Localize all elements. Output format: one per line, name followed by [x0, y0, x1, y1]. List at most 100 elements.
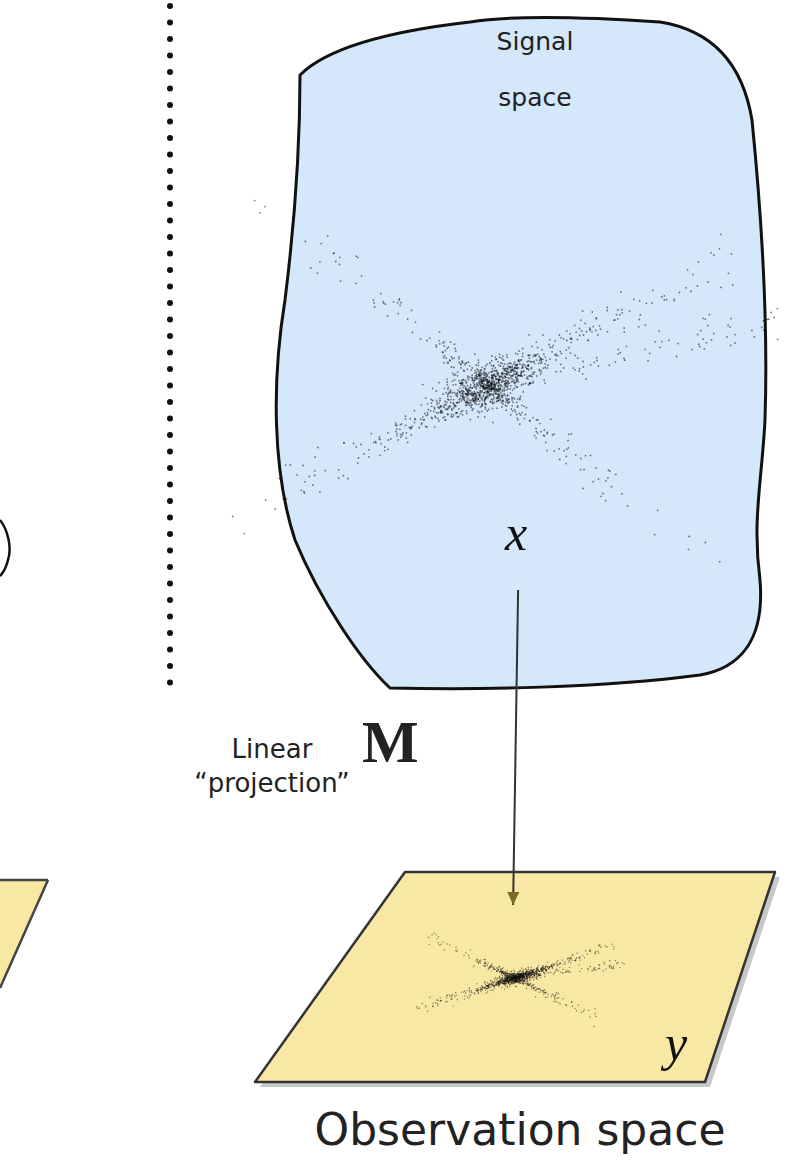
- scatter-dot: [508, 980, 509, 981]
- scatter-dot: [442, 412, 444, 414]
- scatter-dot: [454, 406, 456, 408]
- scatter-dot: [585, 378, 587, 380]
- scatter-dot: [500, 981, 501, 982]
- scatter-dot: [520, 375, 522, 377]
- scatter-dot: [507, 384, 509, 386]
- divider-dot: [167, 564, 173, 570]
- scatter-dot: [673, 300, 675, 302]
- scatter-dot: [532, 972, 533, 973]
- scatter-dot: [510, 392, 512, 394]
- scatter-dot: [560, 353, 562, 355]
- scatter-dot: [498, 398, 500, 400]
- scatter-dot: [511, 979, 512, 980]
- scatter-dot: [489, 391, 491, 393]
- scatter-dot: [482, 380, 484, 382]
- scatter-dot: [509, 979, 510, 980]
- scatter-dot: [487, 363, 489, 365]
- scatter-dot: [488, 386, 490, 388]
- scatter-dot: [510, 370, 512, 372]
- scatter-dot: [504, 972, 505, 973]
- scatter-dot: [465, 404, 467, 406]
- scatter-dot: [615, 361, 617, 363]
- scatter-dot: [513, 983, 514, 984]
- scatter-dot: [499, 356, 501, 358]
- scatter-dot: [480, 397, 482, 399]
- scatter-dot: [526, 971, 527, 972]
- scatter-dot: [446, 384, 448, 386]
- scatter-dot: [623, 331, 625, 333]
- scatter-dot: [469, 365, 471, 367]
- scatter-dot: [526, 979, 527, 980]
- scatter-dot: [485, 984, 486, 985]
- scatter-dot: [500, 376, 502, 378]
- scatter-dot: [506, 382, 508, 384]
- scatter-dot: [406, 432, 408, 434]
- scatter-dot: [520, 974, 521, 975]
- scatter-dot: [518, 413, 520, 415]
- scatter-dot: [500, 392, 502, 394]
- scatter-dot: [507, 366, 509, 368]
- scatter-dot: [504, 980, 505, 981]
- scatter-dot: [532, 382, 534, 384]
- scatter-dot: [496, 370, 498, 372]
- scatter-dot: [458, 401, 460, 403]
- scatter-dot: [593, 361, 595, 363]
- scatter-dot: [452, 373, 454, 375]
- scatter-dot: [490, 382, 492, 384]
- scatter-dot: [417, 1008, 418, 1009]
- scatter-dot: [609, 470, 611, 472]
- scatter-dot: [502, 395, 504, 397]
- operator-caption: Linear “projection”: [182, 732, 362, 800]
- scatter-dot: [483, 387, 485, 389]
- scatter-dot: [521, 364, 523, 366]
- scatter-dot: [510, 363, 512, 365]
- scatter-dot: [495, 370, 497, 372]
- scatter-dot: [512, 389, 514, 391]
- scatter-dot: [493, 384, 495, 386]
- scatter-dot: [516, 365, 518, 367]
- scatter-dot: [537, 347, 539, 349]
- scatter-dot: [471, 393, 473, 395]
- scatter-dot: [531, 346, 533, 348]
- scatter-dot: [286, 498, 288, 500]
- scatter-dot: [518, 976, 519, 977]
- scatter-dot: [451, 358, 453, 360]
- scatter-dot: [507, 976, 508, 977]
- scatter-dot: [501, 385, 503, 387]
- scatter-dot: [520, 976, 521, 977]
- scatter-dot: [523, 976, 524, 977]
- scatter-dot: [611, 486, 613, 488]
- scatter-dot: [595, 330, 597, 332]
- scatter-dot: [592, 326, 594, 328]
- scatter-dot: [451, 409, 453, 411]
- scatter-dot: [526, 978, 527, 979]
- scatter-dot: [485, 990, 486, 991]
- scatter-dot: [502, 978, 503, 979]
- scatter-dot: [547, 966, 548, 967]
- scatter-dot: [617, 318, 619, 320]
- scatter-dot: [526, 981, 527, 982]
- scatter-dot: [512, 975, 513, 976]
- scatter-dot: [485, 365, 487, 367]
- scatter-dot: [652, 289, 654, 291]
- scatter-dot: [711, 339, 713, 341]
- scatter-dot: [763, 329, 765, 331]
- scatter-dot: [516, 979, 517, 980]
- scatter-dot: [459, 391, 461, 393]
- scatter-dot: [540, 968, 541, 969]
- scatter-dot: [507, 981, 508, 982]
- scatter-dot: [513, 980, 514, 981]
- scatter-dot: [384, 446, 386, 448]
- scatter-dot: [586, 331, 588, 333]
- scatter-dot: [588, 339, 590, 341]
- scatter-dot: [511, 405, 513, 407]
- scatter-dot: [454, 379, 456, 381]
- scatter-dot: [511, 399, 513, 401]
- scatter-dot: [375, 442, 377, 444]
- scatter-dot: [456, 392, 458, 394]
- scatter-dot: [513, 363, 515, 365]
- scatter-dot: [503, 365, 505, 367]
- scatter-dot: [522, 977, 523, 978]
- scatter-dot: [507, 398, 509, 400]
- scatter-dot: [285, 464, 287, 466]
